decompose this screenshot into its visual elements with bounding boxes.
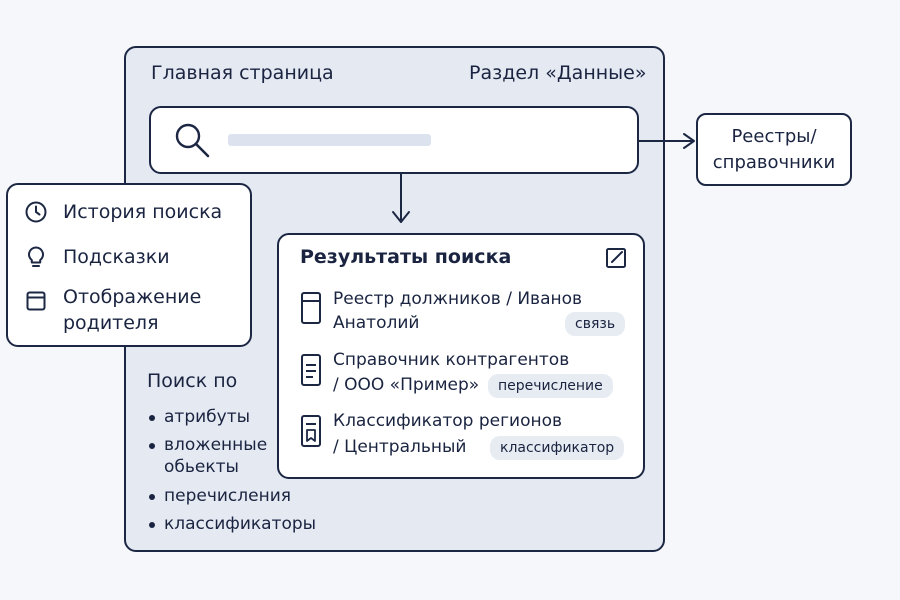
search-by-title: Поиск по: [147, 370, 238, 392]
bullet-dot: [149, 443, 155, 449]
result-counterparties-line2[interactable]: / ООО «Пример»: [333, 375, 480, 395]
result-debtors-registry-line2[interactable]: Анатолий: [333, 313, 420, 333]
feature-parent-display-line1[interactable]: Отображение: [63, 286, 202, 308]
document-icon: [301, 292, 321, 324]
bullet-dot: [149, 494, 155, 500]
result-debtors-registry-line1[interactable]: Реестр должников / Иванов: [333, 289, 583, 309]
search-by-enumerations: перечисления: [164, 486, 291, 506]
main-page-title: Главная страница: [151, 62, 334, 84]
bookmark-document-icon: [301, 415, 321, 447]
edit-icon[interactable]: [605, 247, 627, 269]
feature-hints[interactable]: Подсказки: [63, 246, 170, 268]
search-by-nested-objects-line2: обьекты: [164, 457, 239, 477]
list-document-icon: [301, 354, 321, 386]
result-counterparties-line1[interactable]: Справочник контрагентов: [333, 350, 570, 370]
registries-directories-box[interactable]: Реестры/ справочники: [696, 113, 852, 186]
search-input-placeholder[interactable]: [228, 134, 431, 146]
registries-label-line2: справочники: [712, 151, 836, 173]
feature-search-history[interactable]: История поиска: [63, 201, 223, 223]
search-by-attributes: атрибуты: [164, 407, 251, 427]
search-results-title: Результаты поиска: [300, 246, 512, 268]
feature-parent-display-line2[interactable]: родителя: [63, 312, 159, 334]
search-icon: [175, 123, 210, 158]
bullet-dot: [149, 522, 155, 528]
clock-icon: [25, 201, 47, 223]
result-regions-classifier-line2[interactable]: / Центральный: [333, 437, 467, 457]
result-tag-link: связь: [565, 312, 626, 336]
lightbulb-icon: [28, 246, 44, 267]
result-tag-enumeration: перечисление: [488, 374, 613, 398]
search-features-box: [6, 183, 252, 347]
search-by-nested-objects-line1: вложенные: [164, 435, 268, 455]
result-tag-classifier: классификатор: [490, 436, 625, 460]
registries-label-line1: Реестры/: [731, 125, 817, 147]
window-icon: [26, 291, 46, 311]
bullet-dot: [149, 415, 155, 421]
result-regions-classifier-line1[interactable]: Классификатор регионов: [333, 411, 563, 431]
search-by-classifiers: классификаторы: [164, 514, 317, 534]
data-section-title: Раздел «Данные»: [469, 62, 647, 84]
